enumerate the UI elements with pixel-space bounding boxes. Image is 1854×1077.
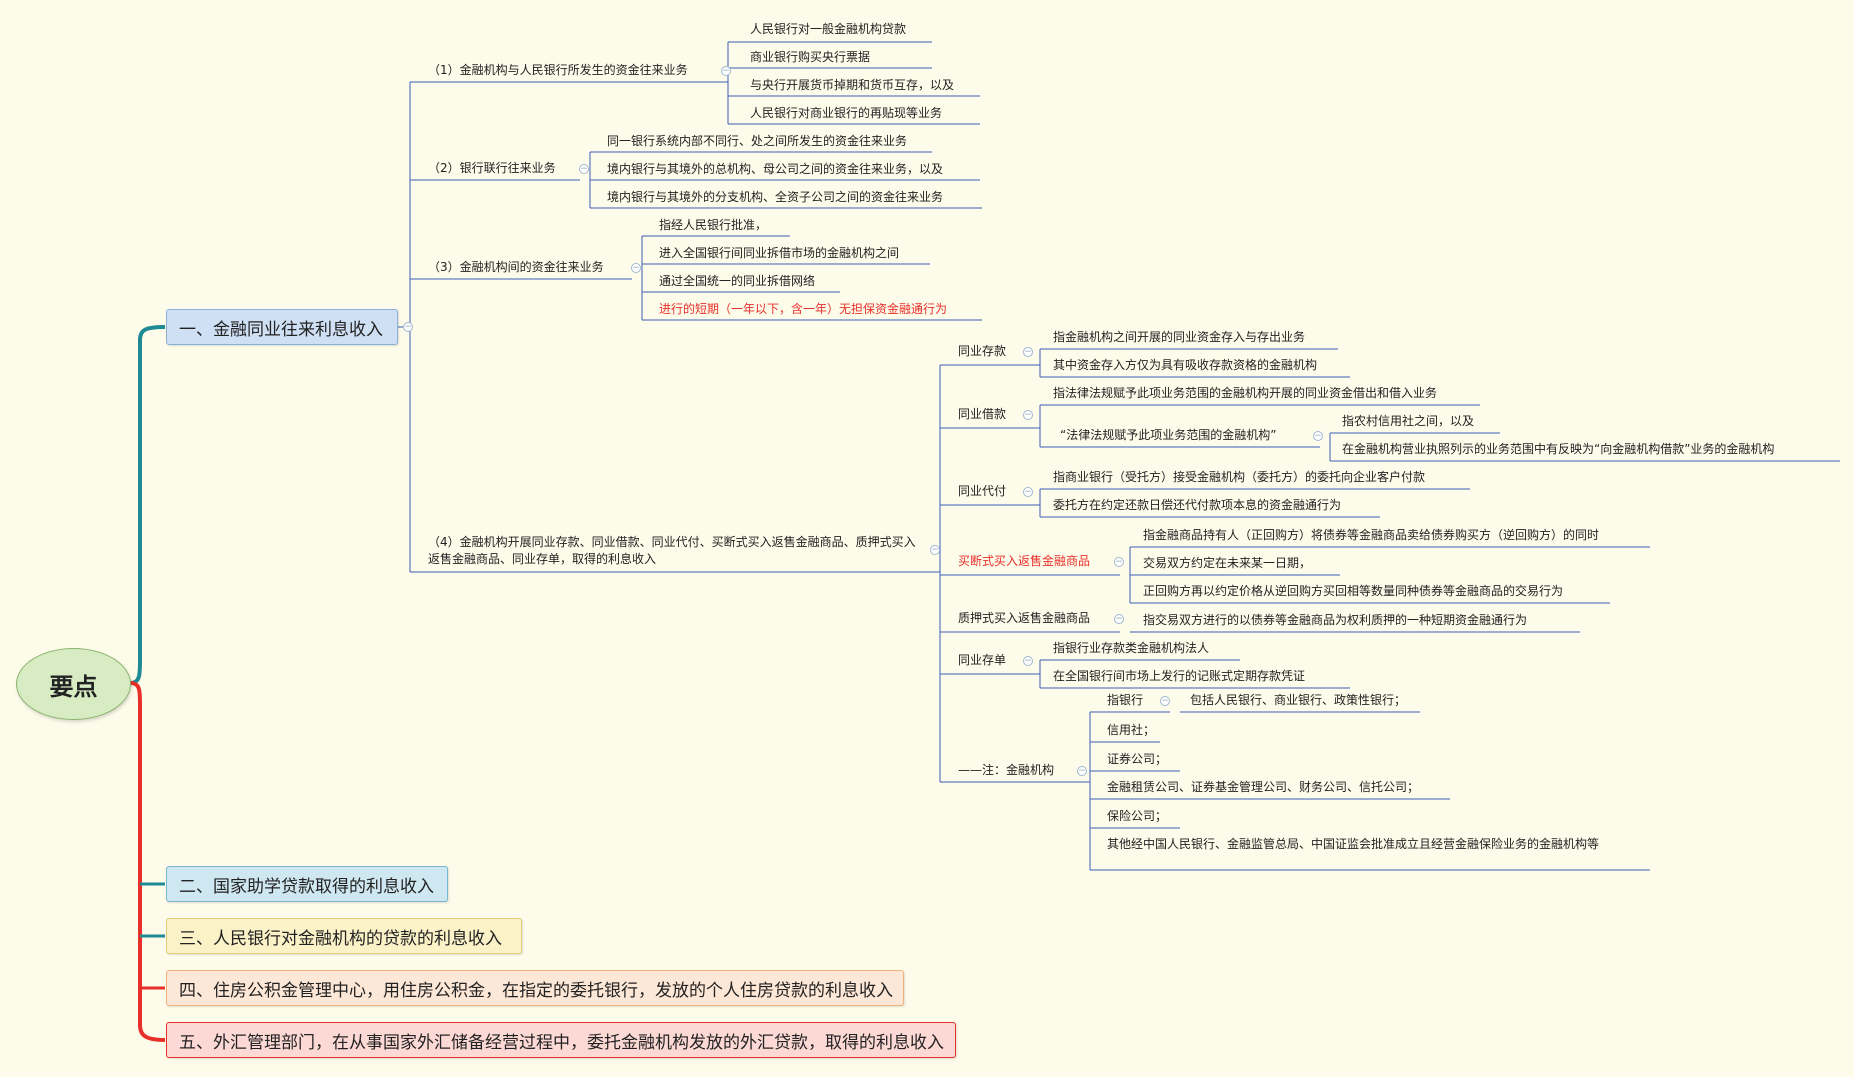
collapse-icon[interactable]: − [403, 322, 413, 332]
collapse-icon[interactable]: − [631, 263, 641, 273]
branch-2-node[interactable]: 二、国家助学贷款取得的利息收入 [166, 866, 448, 902]
collapse-icon[interactable]: − [1160, 696, 1170, 706]
collapse-icon[interactable]: − [1077, 766, 1087, 776]
s1-item: 人民银行对一般金融机构贷款 [750, 22, 907, 36]
sub-2-label[interactable]: （2）银行联行往来业务 [428, 161, 556, 175]
cd-item: 在全国银行间市场上发行的记账式定期存款凭证 [1053, 669, 1306, 683]
collapse-icon[interactable]: − [1313, 431, 1323, 441]
borrow-sub-item: 指农村信用社之间，以及 [1342, 414, 1475, 428]
branch-1-label: 一、金融同业往来利息收入 [179, 319, 383, 340]
collapse-icon[interactable]: − [1114, 557, 1124, 567]
branch-1-node[interactable]: 一、金融同业往来利息收入 [166, 309, 398, 345]
borrow-item: 指法律法规赋予此项业务范围的金融机构开展的同业资金借出和借入业务 [1053, 386, 1438, 400]
pledge-item: 指交易双方进行的以债券等金融商品为权利质押的一种短期资金融通行为 [1143, 613, 1528, 627]
s3-item: 进入全国银行间同业拆借市场的金融机构之间 [659, 246, 900, 260]
collapse-icon[interactable]: − [1023, 410, 1033, 420]
note-item: 金融租赁公司、证券基金管理公司、财务公司、信托公司； [1107, 780, 1420, 794]
note-item: 保险公司； [1107, 809, 1168, 823]
collapse-icon[interactable]: − [1023, 487, 1033, 497]
buyout-item: 指金融商品持有人（正回购方）将债券等金融商品卖给债券购买方（逆回购方）的同时 [1143, 528, 1600, 542]
collapse-icon[interactable]: − [579, 164, 589, 174]
branch-3-node[interactable]: 三、人民银行对金融机构的贷款的利息收入 [166, 918, 522, 954]
s1-item: 人民银行对商业银行的再贴现等业务 [750, 106, 943, 120]
s2-item: 同一银行系统内部不同行、处之间所发生的资金往来业务 [607, 134, 908, 148]
borrow-label[interactable]: 同业借款 [958, 407, 1007, 421]
collapse-icon[interactable]: − [930, 545, 940, 555]
note-item: 信用社； [1107, 723, 1156, 737]
s3-item: 指经人民银行批准， [659, 218, 768, 232]
buyout-label[interactable]: 买断式买入返售金融商品 [958, 554, 1091, 568]
s2-item: 境内银行与其境外的总机构、母公司之间的资金往来业务，以及 [607, 162, 944, 176]
buyout-item: 交易双方约定在未来某一日期， [1143, 556, 1312, 570]
deposit-item: 其中资金存入方仅为具有吸收存款资格的金融机构 [1053, 358, 1318, 372]
sub-3-label[interactable]: （3）金融机构间的资金往来业务 [428, 260, 604, 274]
note-label[interactable]: ——注：金融机构 [958, 763, 1055, 777]
borrow-sub-item: 在金融机构营业执照列示的业务范围中有反映为“向金融机构借款”业务的金融机构 [1342, 442, 1775, 456]
branch-5-label: 五、外汇管理部门，在从事国家外汇储备经营过程中，委托金融机构发放的外汇贷款，取得… [179, 1032, 944, 1053]
root-label: 要点 [49, 672, 98, 701]
pay-item: 委托方在约定还款日偿还代付款项本息的资金融通行为 [1053, 498, 1342, 512]
note-bank-label[interactable]: 指银行 [1107, 693, 1144, 707]
pay-label[interactable]: 同业代付 [958, 484, 1007, 498]
deposit-item: 指金融机构之间开展的同业资金存入与存出业务 [1053, 330, 1306, 344]
branch-4-node[interactable]: 四、住房公积金管理中心，用住房公积金，在指定的委托银行，发放的个人住房贷款的利息… [166, 970, 904, 1006]
borrow-sub-label[interactable]: “法律法规赋予此项业务范围的金融机构” [1060, 428, 1277, 442]
branch-3-label: 三、人民银行对金融机构的贷款的利息收入 [179, 928, 502, 949]
branch-2-label: 二、国家助学贷款取得的利息收入 [179, 876, 434, 897]
s3-item-highlight: 进行的短期（一年以下，含一年）无担保资金融通行为 [659, 302, 948, 316]
collapse-icon[interactable]: − [721, 66, 731, 76]
sub-1-label[interactable]: （1）金融机构与人民银行所发生的资金往来业务 [428, 63, 688, 77]
s1-item: 与央行开展货币掉期和货币互存，以及 [750, 78, 955, 92]
note-bank-item: 包括人民银行、商业银行、政策性银行； [1190, 693, 1407, 707]
cd-item: 指银行业存款类金融机构法人 [1053, 641, 1210, 655]
branch-5-node[interactable]: 五、外汇管理部门，在从事国家外汇储备经营过程中，委托金融机构发放的外汇贷款，取得… [166, 1022, 956, 1058]
sub-4-label[interactable]: （4）金融机构开展同业存款、同业借款、同业代付、买断式买入返售金融商品、质押式买… [428, 535, 916, 566]
note-item: 其他经中国人民银行、金融监管总局、中国证监会批准成立且经营金融保险业务的金融机构… [1107, 837, 1600, 851]
collapse-icon[interactable]: − [1023, 656, 1033, 666]
s1-item: 商业银行购买央行票据 [750, 50, 871, 64]
collapse-icon[interactable]: − [1023, 347, 1033, 357]
s2-item: 境内银行与其境外的分支机构、全资子公司之间的资金往来业务 [607, 190, 944, 204]
s3-item: 通过全国统一的同业拆借网络 [659, 274, 816, 288]
pledge-label[interactable]: 质押式买入返售金融商品 [958, 611, 1091, 625]
pay-item: 指商业银行（受托方）接受金融机构（委托方）的委托向企业客户付款 [1053, 470, 1426, 484]
deposit-label[interactable]: 同业存款 [958, 344, 1007, 358]
root-node[interactable]: 要点 [16, 648, 131, 720]
note-item: 证券公司； [1107, 752, 1168, 766]
branch-4-label: 四、住房公积金管理中心，用住房公积金，在指定的委托银行，发放的个人住房贷款的利息… [179, 980, 893, 1001]
buyout-item: 正回购方再以约定价格从逆回购方买回相等数量同种债券等金融商品的交易行为 [1143, 584, 1564, 598]
collapse-icon[interactable]: − [1114, 614, 1124, 624]
cd-label[interactable]: 同业存单 [958, 653, 1007, 667]
